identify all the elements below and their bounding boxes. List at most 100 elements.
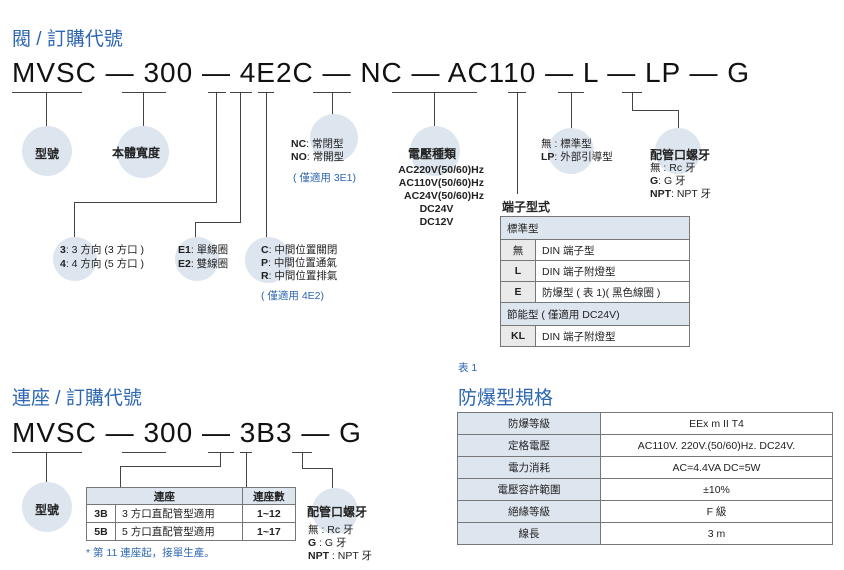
voltage-ac24: AC24V(50/60)Hz — [404, 190, 484, 202]
base-header: 連座 — [86, 487, 243, 505]
label-pipe: 配管口螺牙 — [650, 148, 711, 162]
seg-line-300 — [122, 92, 166, 93]
base-note: * 第 11 連座起，接單生產。 — [86, 547, 215, 559]
spec-value: AC110V. 220V.(50/60)Hz. DC24V. — [600, 434, 833, 457]
seg2-mvsc — [12, 452, 82, 453]
voltage-list: AC220V(50/60)Hz AC110V(50/60)Hz AC24V(50… — [389, 164, 484, 229]
spec-key: 電壓容許範圍 — [457, 478, 601, 501]
bubble-pipe — [655, 128, 701, 174]
coil-e2: E2: 雙線圈 — [178, 258, 229, 270]
pipe2-none: 無 : Rc 牙 — [308, 524, 354, 536]
spec-key: 絕緣等級 — [457, 500, 601, 523]
base-code: 3B — [86, 504, 116, 523]
conn-pipe-b — [632, 110, 678, 111]
spec-title: 防爆型規格 — [458, 388, 554, 409]
spec-value: ±10% — [600, 478, 833, 501]
base-order-title: 連座 / 訂購代號 — [12, 388, 142, 409]
lp-option: LP: 外部引導型 — [541, 151, 613, 163]
center-p: P: 中間位置通氣 — [261, 257, 337, 269]
bubble-center — [245, 237, 291, 283]
pipe-npt: NPT: NPT 牙 — [650, 188, 712, 200]
center-note: ( 僅適用 4E2) — [261, 290, 325, 302]
bubble2-pipe — [312, 488, 358, 534]
bubble-coils — [175, 237, 219, 281]
conn2-pipe-a — [302, 452, 303, 468]
seg-line-e2 — [230, 92, 252, 93]
pipe2-g: G : G 牙 — [308, 537, 347, 549]
base-count: 1~12 — [241, 504, 297, 523]
nc-option: NC: 常閉型 — [291, 138, 344, 150]
conn-coils-a — [240, 92, 241, 222]
conn-voltage — [434, 92, 435, 128]
seg2-3b — [208, 452, 234, 453]
label-model: 型號 — [35, 147, 60, 161]
label2-pipe: 配管口螺牙 — [307, 505, 368, 519]
conn-ways-a — [216, 92, 217, 202]
conn2-base-a — [220, 452, 221, 466]
table-row: 電壓容許範圍±10% — [457, 478, 833, 501]
label-width: 本體寬度 — [112, 146, 161, 160]
bubble2-model — [22, 482, 72, 532]
bubble-nc — [310, 114, 358, 162]
coil-e1: E1: 單線圈 — [178, 244, 229, 256]
bubble-model — [22, 126, 72, 176]
center-c: C: 中間位置關閉 — [261, 244, 338, 256]
lp-none: 無 : 標準型 — [541, 138, 592, 150]
conn2-pipe-b — [302, 468, 332, 469]
conn-width — [143, 92, 144, 128]
pipe2-npt: NPT : NPT 牙 — [308, 550, 372, 562]
bubble-width — [117, 126, 169, 178]
spec-key: 線長 — [457, 522, 601, 545]
terminal-std-header: 標準型 — [500, 216, 690, 240]
conn-lp — [571, 92, 572, 130]
voltage-ac220: AC220V(50/60)Hz — [398, 164, 484, 176]
conn2-base-c — [120, 466, 121, 488]
spec-value: EEx m II T4 — [600, 412, 833, 435]
spec-key: 防爆等級 — [457, 412, 601, 435]
terminal-desc: DIN 端子附燈型 — [535, 260, 690, 282]
terminal-title: 端子型式 — [502, 200, 551, 214]
conn-terminal — [517, 92, 518, 194]
bubble-ways — [53, 237, 97, 281]
spec-value: 3 m — [600, 522, 833, 545]
bubble-lp — [548, 128, 594, 174]
terminal-code: KL — [500, 325, 536, 347]
conn-coils-b — [195, 222, 241, 223]
base-count: 1~17 — [241, 522, 297, 541]
terminal-code: 無 — [500, 239, 536, 261]
conn-nc — [332, 92, 333, 116]
voltage-dc12: DC12V — [419, 216, 454, 228]
terminal-code: L — [500, 260, 536, 282]
valve-order-title: 閥 / 訂購代號 — [12, 29, 123, 50]
conn-model — [46, 92, 47, 128]
base-code: 5B — [86, 522, 116, 541]
seg-line-4 — [208, 92, 226, 93]
conn-pipe-a — [632, 92, 633, 110]
nc-note: ( 僅適用 3E1) — [293, 172, 357, 184]
label-voltage: 電壓種類 — [408, 147, 457, 161]
voltage-dc24: DC24V — [419, 203, 454, 215]
spec-key: 電力消耗 — [457, 456, 601, 479]
base-order-code: MVSC — 300 — 3B3 — G — [12, 417, 362, 448]
pipe-none: 無 : Rc 牙 — [650, 162, 696, 174]
terminal-code: E — [500, 281, 536, 303]
pipe-g: G: G 牙 — [650, 175, 686, 187]
label2-model: 型號 — [35, 503, 60, 517]
spec-key: 定格電壓 — [457, 434, 601, 457]
conn-ways-b — [74, 202, 217, 203]
conn-pipe-c — [678, 110, 679, 130]
center-r: R: 中間位置排氣 — [261, 270, 338, 282]
terminal-desc: DIN 端子型 — [535, 239, 690, 261]
